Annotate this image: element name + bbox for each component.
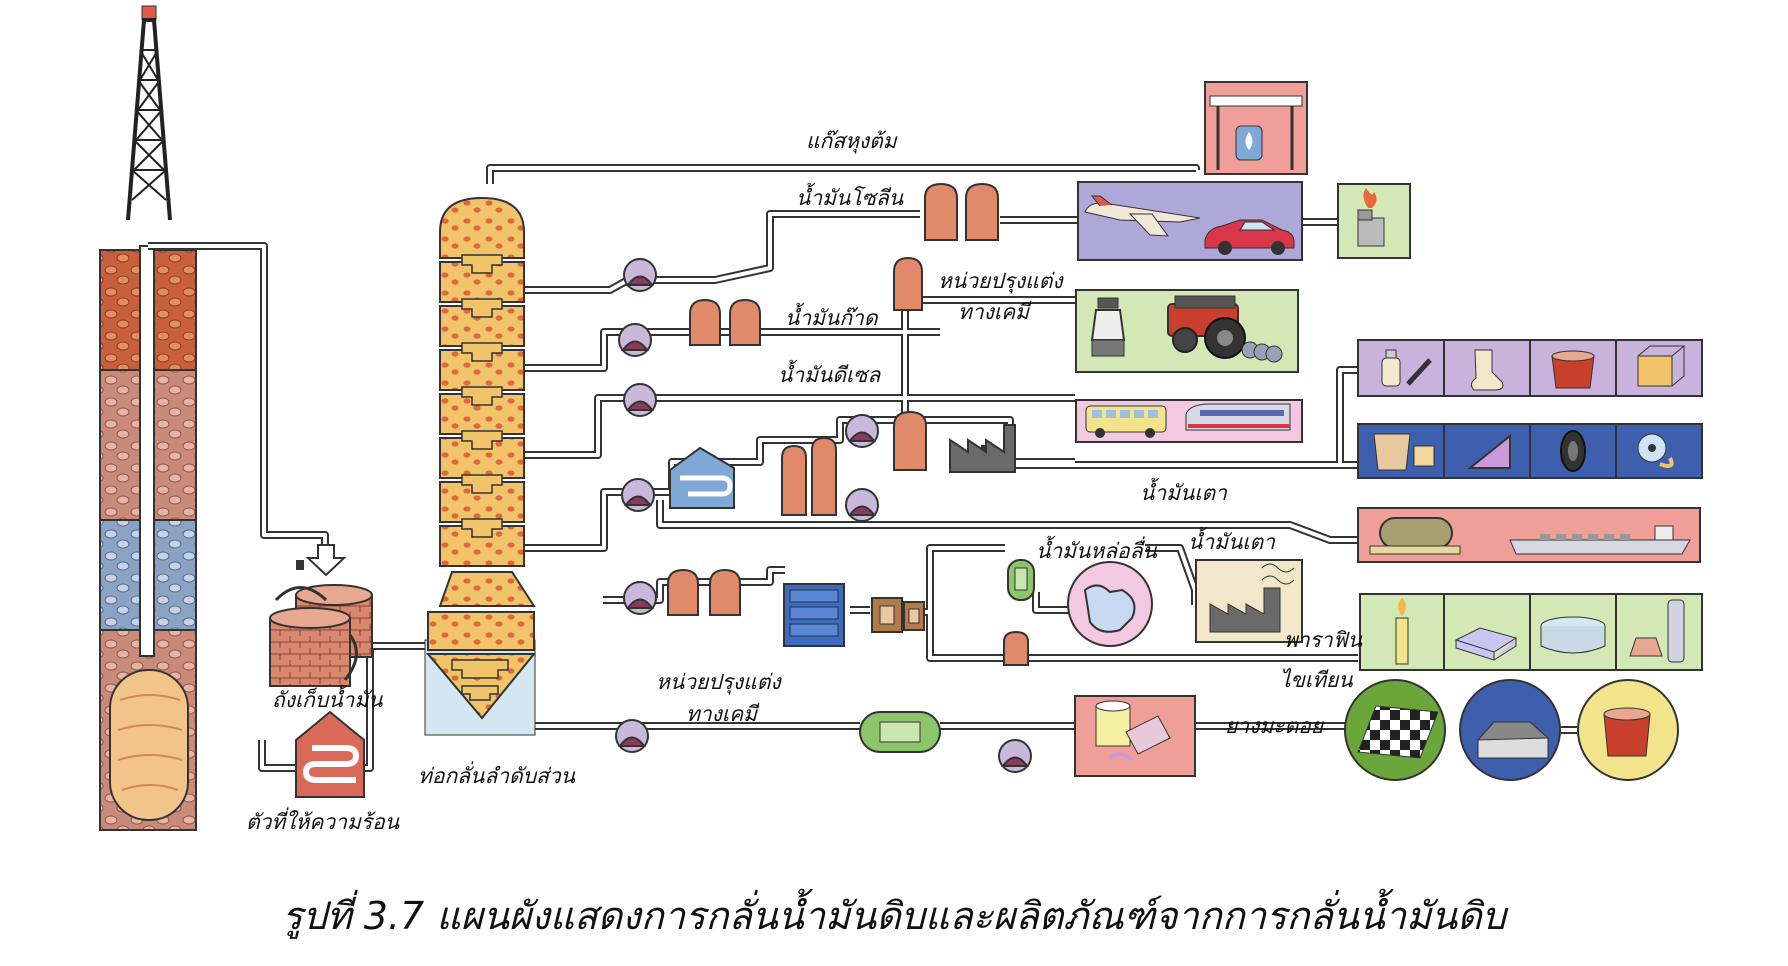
heater-icon bbox=[295, 710, 365, 798]
label-fractionating-column: ท่อกลั่นลำดับส่วน bbox=[418, 764, 575, 788]
candle-icon bbox=[1395, 598, 1409, 665]
separator-units bbox=[871, 597, 925, 633]
paint-bucket-icon bbox=[1551, 350, 1595, 389]
factory-icon bbox=[949, 424, 1016, 473]
label-storage-tank: ถังเก็บน้ำมัน bbox=[272, 688, 383, 712]
label-wax: ไขเทียน bbox=[1280, 668, 1353, 692]
oil-can-icon bbox=[1577, 679, 1679, 781]
bottle-icon bbox=[1381, 349, 1401, 387]
panel-wax-products bbox=[1359, 593, 1703, 671]
box-icon bbox=[1637, 345, 1686, 387]
label-asphalt: ยางมะตอย bbox=[1225, 714, 1324, 738]
storage-barrel-icon bbox=[269, 584, 373, 687]
panel-plastics-row-2 bbox=[1357, 423, 1703, 479]
figure-caption: รูปที่ 3.7 แผนผังแสดงการกลั่นน้ำมันดิบแล… bbox=[282, 894, 1506, 938]
label-kerosene: น้ำมันก๊าด bbox=[785, 306, 878, 330]
panel-lighter bbox=[1337, 183, 1411, 259]
tank-truck-icon bbox=[1369, 517, 1461, 555]
panel-airplane-car bbox=[1077, 181, 1303, 261]
filter-stack bbox=[783, 583, 845, 647]
sock-icon bbox=[1470, 349, 1504, 391]
panel-fuel-oil-transport bbox=[1357, 507, 1701, 563]
label-lube-oil: น้ำมันหล่อลื่น bbox=[1036, 539, 1157, 563]
syringe-icon bbox=[1406, 358, 1432, 386]
label-gasoline: น้ำมันโซลีน bbox=[796, 186, 904, 210]
label-chem-unit-lower-1: หน่วยปรุงแต่ง bbox=[656, 670, 781, 694]
panel-asphalt-drums bbox=[1074, 695, 1196, 777]
label-chem-unit-upper-1: หน่วยปรุงแต่ง bbox=[938, 269, 1063, 293]
cosmetics-icon bbox=[1629, 599, 1685, 663]
car-icon bbox=[1204, 219, 1295, 255]
label-chem-unit-upper-2: ทางเคมี bbox=[958, 300, 1029, 324]
ship-icon bbox=[1509, 525, 1691, 555]
label-heater: ตัวที่ให้ความร้อน bbox=[246, 810, 400, 834]
storage-tank-group bbox=[667, 182, 1029, 666]
ruler-icon bbox=[1467, 433, 1511, 469]
factory-icon bbox=[1209, 587, 1281, 633]
checkered-floor-icon bbox=[1344, 679, 1446, 781]
label-chem-unit-lower-2: ทางเคมี bbox=[686, 702, 757, 726]
jug-icon bbox=[1067, 561, 1153, 647]
house-roof-icon bbox=[1459, 679, 1561, 781]
label-fuel-oil-1: น้ำมันเตา bbox=[1140, 481, 1227, 505]
tire-icon bbox=[1560, 430, 1586, 472]
label-fuel-oil-2: น้ำมันเตา bbox=[1188, 530, 1275, 554]
gas-stove-icon bbox=[1209, 95, 1303, 170]
fan-icon bbox=[1637, 433, 1674, 468]
label-lpg: แก๊สหุงต้ม bbox=[806, 129, 897, 153]
lighter-icon bbox=[1357, 188, 1385, 247]
airplane-icon bbox=[1084, 195, 1201, 237]
lantern-icon bbox=[1090, 297, 1126, 357]
down-arrow-icon bbox=[305, 544, 347, 577]
panel-gas-stove bbox=[1204, 81, 1308, 175]
label-diesel: น้ำมันดีเซล bbox=[778, 363, 881, 387]
pump-icon bbox=[615, 258, 1032, 773]
panel-plastics-row-1 bbox=[1357, 339, 1703, 397]
cheese-wheel-icon bbox=[1540, 616, 1606, 654]
heat-exchanger bbox=[669, 446, 735, 509]
bus-icon bbox=[1085, 405, 1167, 438]
label-paraffin: พาราฟิน bbox=[1284, 628, 1362, 652]
cement-bag-icon bbox=[1373, 433, 1435, 471]
panel-lantern-tractor bbox=[1075, 289, 1299, 373]
train-icon bbox=[1185, 403, 1291, 431]
oil-well-cross-section bbox=[99, 245, 197, 831]
panel-bus-train bbox=[1075, 399, 1303, 443]
panel-factory-lower bbox=[1195, 559, 1303, 643]
tractor-icon bbox=[1167, 295, 1283, 363]
green-separator bbox=[859, 559, 1035, 753]
fractionating-column bbox=[424, 196, 537, 736]
soap-bar-icon bbox=[1454, 627, 1518, 661]
oil-derrick-icon bbox=[126, 5, 172, 221]
